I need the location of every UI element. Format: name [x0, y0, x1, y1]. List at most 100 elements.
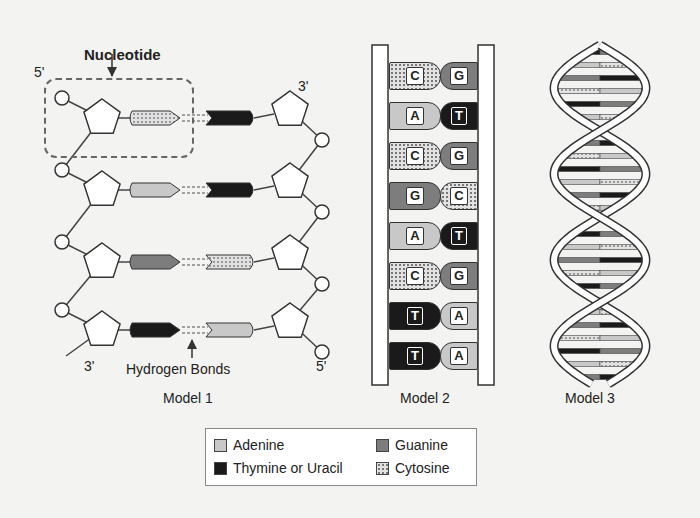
base-shape — [130, 111, 180, 125]
base-shape — [206, 323, 253, 337]
legend-entry: Cytosine — [376, 460, 449, 476]
hydrogen-bond — [182, 192, 208, 194]
helix-rung — [566, 102, 600, 107]
helix-strand — [554, 45, 646, 384]
end-label: 3' — [84, 358, 94, 374]
sugar-pentagon — [84, 99, 120, 133]
model-caption: Model 2 — [400, 390, 450, 406]
base-tile: T — [440, 102, 478, 130]
base-shape — [130, 323, 180, 337]
base-tile: C — [389, 262, 441, 290]
legend-entry: Adenine — [214, 437, 284, 453]
base-pair — [55, 235, 329, 291]
helix-rung — [600, 102, 634, 107]
leader-arrow — [191, 340, 193, 358]
phosphate-circle — [55, 235, 69, 249]
helix-rung — [561, 76, 600, 81]
helix-rung — [600, 258, 642, 263]
base-letter: T — [407, 347, 423, 365]
phosphate-circle — [315, 277, 329, 291]
base-tile: T — [389, 342, 441, 370]
base-tile: T — [440, 222, 478, 250]
model-caption: Model 3 — [565, 390, 615, 406]
helix-strand — [554, 45, 646, 384]
helix-rung — [600, 180, 640, 185]
helix-rung — [560, 180, 600, 185]
base-letter: A — [406, 107, 423, 125]
base-letter: G — [450, 147, 468, 165]
base-letter: A — [450, 347, 467, 365]
base-tile: G — [440, 142, 478, 170]
legend-text: Cytosine — [395, 460, 449, 476]
nucleotide-label: Nucleotide — [84, 46, 161, 63]
base-pair — [55, 91, 329, 147]
base-tile: C — [389, 62, 441, 90]
hydrogen-bond — [182, 186, 208, 188]
helix-rung — [558, 258, 600, 263]
base-letter: A — [450, 307, 467, 325]
ladder-rail — [372, 45, 388, 385]
base-letter: C — [406, 147, 423, 165]
callout-label: Hydrogen Bonds — [126, 361, 230, 377]
helix-rung — [600, 89, 642, 94]
helix-rung — [559, 349, 600, 354]
base-letter: C — [406, 67, 423, 85]
helix-strand — [554, 45, 646, 384]
sugar-pentagon — [84, 311, 120, 345]
end-label: 3' — [298, 78, 308, 94]
helix-rung — [600, 349, 641, 354]
legend-text: Thymine or Uracil — [233, 460, 343, 476]
base-shape — [130, 183, 180, 197]
base-tile: A — [389, 102, 441, 130]
hydrogen-bond — [182, 114, 208, 116]
base-tile: C — [389, 142, 441, 170]
end-label: 5' — [316, 358, 326, 374]
base-tile: G — [389, 182, 441, 210]
helix-rung — [560, 336, 600, 341]
base-pair — [55, 303, 329, 359]
base-letter: A — [406, 227, 423, 245]
phosphate-circle — [315, 133, 329, 147]
end-label: 5' — [34, 64, 44, 80]
base-letter: G — [450, 67, 468, 85]
phosphate-circle — [55, 163, 69, 177]
base-tile: G — [440, 62, 478, 90]
helix-rung — [600, 167, 641, 172]
legend-swatch — [214, 439, 227, 452]
base-shape — [206, 183, 253, 197]
base-letter: G — [406, 187, 424, 205]
helix-rung — [600, 76, 639, 81]
legend-swatch — [376, 462, 389, 475]
base-tile: A — [389, 222, 441, 250]
base-letter: T — [451, 227, 467, 245]
model3-helix — [554, 45, 646, 384]
sugar-pentagon — [84, 171, 120, 205]
model2-ladder — [372, 45, 494, 385]
base-tile: A — [440, 302, 478, 330]
sugar-pentagon — [272, 163, 308, 197]
helix-rung — [558, 89, 600, 94]
base-tile: C — [440, 182, 478, 210]
hydrogen-bond — [182, 264, 208, 266]
helix-rung — [563, 271, 600, 276]
base-letter: C — [450, 187, 467, 205]
nucleotide-box: Nucleotide — [44, 78, 194, 158]
legend-swatch — [376, 439, 389, 452]
legend-entry: Thymine or Uracil — [214, 460, 343, 476]
phosphate-circle — [55, 303, 69, 317]
hydrogen-bond — [182, 120, 208, 122]
legend-text: Guanine — [395, 437, 448, 453]
base-shape — [130, 255, 180, 269]
model-caption: Model 1 — [163, 390, 213, 406]
base-pair — [55, 163, 329, 219]
helix-rung — [559, 167, 600, 172]
legend-swatch — [214, 462, 227, 475]
base-shape — [206, 255, 253, 269]
legend-text: Adenine — [233, 437, 284, 453]
ladder-rail — [478, 45, 494, 385]
sugar-pentagon — [272, 303, 308, 337]
phosphate-circle — [55, 91, 69, 105]
legend-box: Adenine GuanineThymine or Uracil Cytosine — [205, 428, 477, 486]
